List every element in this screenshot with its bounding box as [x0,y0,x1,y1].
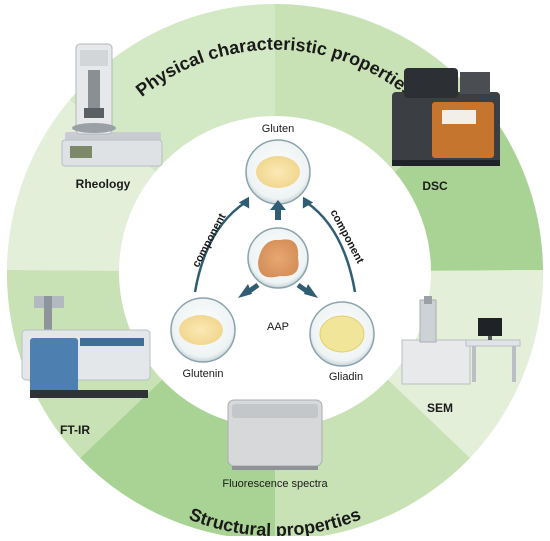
label-gluten: Gluten [262,123,294,135]
fluorescence-illustration [227,399,323,470]
label-gliadin: Gliadin [329,371,363,383]
gliadin-dish [309,301,375,367]
arrow-aap-to-gluten [270,200,286,220]
arrow-aap-to-glutenin [238,282,260,298]
arrows [193,196,357,298]
rheometer-illustration [61,43,163,167]
curved-arrow-right-head [302,196,314,209]
label-dsc: DSC [422,179,448,193]
glutenin-dish [170,297,236,363]
curved-arrow-right [305,200,357,293]
ftir-illustration [21,296,151,398]
label-glutenin: Glutenin [183,368,224,380]
label-rheology: Rheology [76,177,131,191]
label-ftir: FT-IR [60,423,90,437]
dsc-illustration [392,68,500,166]
label-aap: AAP [267,321,289,333]
sem-illustration [401,296,521,385]
curved-arrow-left-head [238,196,250,209]
label-fluorescence: Fluorescence spectra [222,478,328,490]
label-sem: SEM [427,401,453,415]
curved-arrow-left [193,200,247,293]
arrow-aap-to-gliadin [296,282,318,298]
aap-dish [247,227,309,289]
gluten-dish [245,139,311,205]
